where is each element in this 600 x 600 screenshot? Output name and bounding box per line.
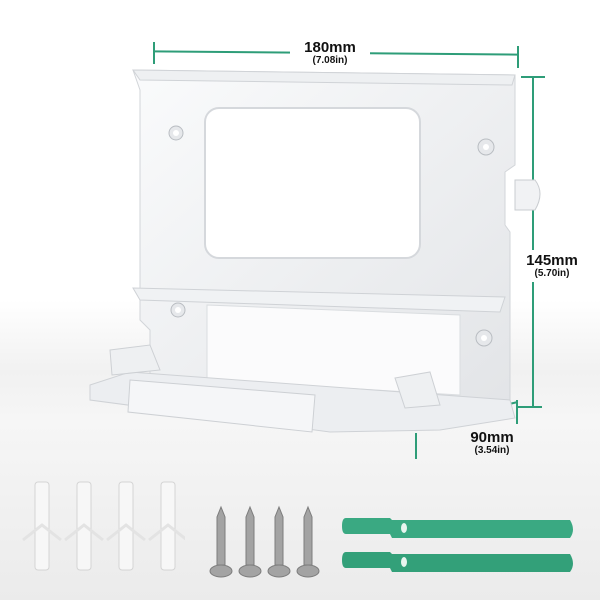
wall-anchors bbox=[22, 481, 185, 571]
width-tick-left bbox=[153, 42, 155, 64]
velcro-straps bbox=[342, 518, 573, 572]
height-dimension-line bbox=[532, 77, 534, 407]
depth-tick-left bbox=[415, 433, 417, 459]
width-tick-right bbox=[517, 46, 519, 68]
depth-label: 90mm (3.54in) bbox=[470, 429, 514, 456]
screws bbox=[209, 505, 320, 578]
height-tick-top bbox=[521, 76, 545, 78]
width-label: 180mm (7.08in) bbox=[290, 40, 370, 66]
height-label: 145mm (5.70in) bbox=[512, 250, 592, 282]
height-tick-bottom bbox=[518, 406, 542, 408]
depth-tick-right bbox=[516, 400, 518, 424]
